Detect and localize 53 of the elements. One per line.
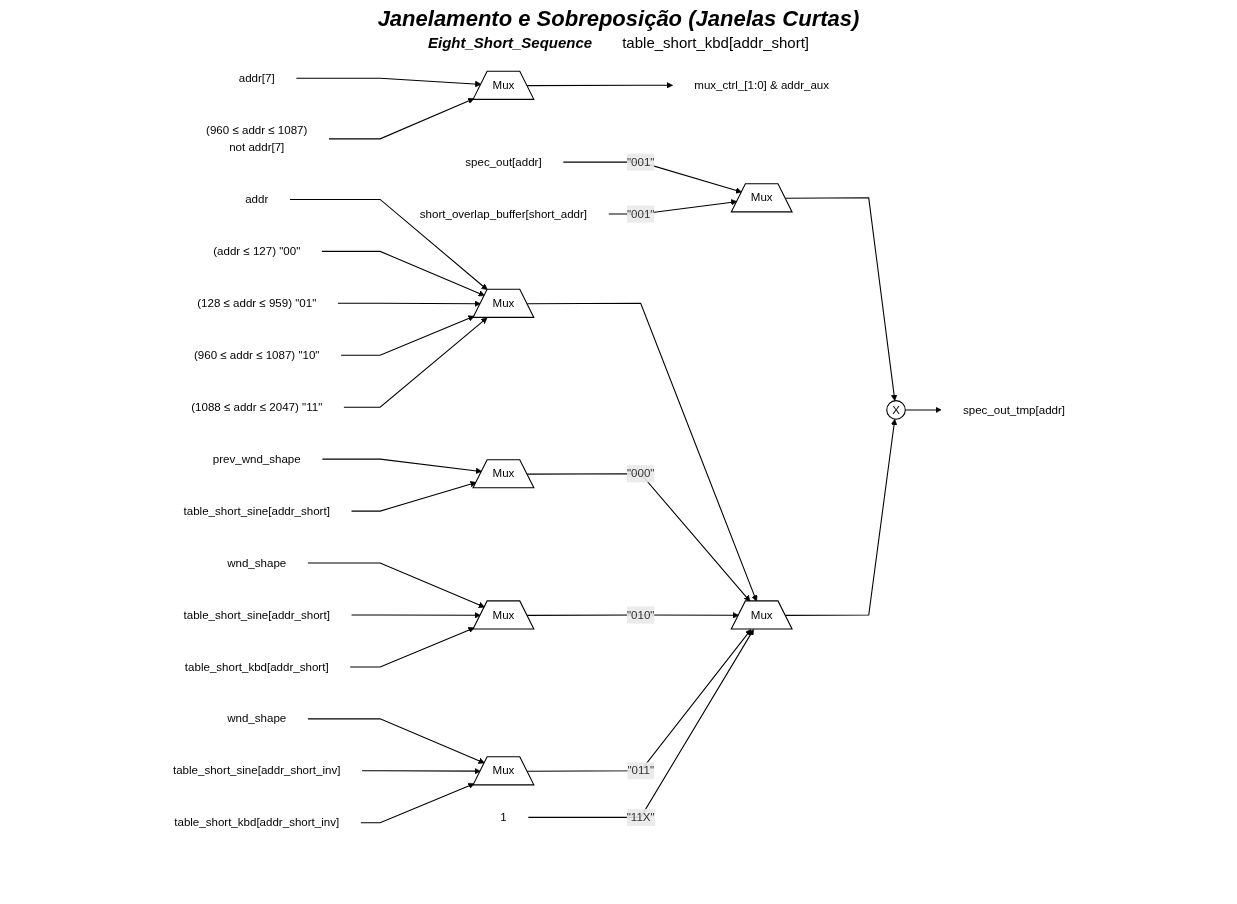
- arrow: [527, 629, 754, 818]
- arrow: [904, 406, 942, 414]
- node-text: (960 ≤ addr ≤ 1087) not addr[7]: [205, 123, 307, 154]
- arrow: [349, 627, 474, 668]
- arrow: [288, 198, 488, 291]
- node-text: table_short_kbd[addr_short_inv]: [173, 816, 339, 829]
- arrow: [306, 562, 485, 608]
- arrow: [321, 458, 482, 474]
- arrow: [359, 782, 474, 824]
- arrow: [526, 629, 751, 772]
- node-circle: X: [885, 400, 906, 420]
- edge-label: "011": [626, 764, 654, 777]
- diagram-title: Janelamento e Sobreposição (Janelas Curtas): [376, 6, 861, 32]
- arrow: [784, 197, 897, 401]
- node-text: (1088 ≤ addr ≤ 2047) "11": [190, 400, 322, 413]
- node-text: table_short_sine[addr_short]: [183, 504, 330, 517]
- node-text: (960 ≤ addr ≤ 1087) "10": [193, 348, 319, 362]
- arrow: [336, 300, 481, 307]
- arrow: [320, 250, 485, 297]
- arrow: [526, 82, 673, 89]
- arrow: [350, 481, 477, 512]
- node-text: prev_wnd_shape: [212, 452, 301, 465]
- arrow: [526, 302, 757, 602]
- arrow: [526, 473, 750, 602]
- node-text: mux_ctrl_[1:0] & addr_aux: [693, 78, 829, 92]
- node-text: addr[7]: [238, 71, 275, 85]
- arrow: [342, 317, 487, 408]
- arrow: [340, 315, 474, 356]
- arrow: [327, 97, 474, 140]
- node-text: table_short_sine[addr_short]: [183, 608, 330, 621]
- edge-label: "010": [626, 608, 654, 621]
- node-text: wnd_shape: [226, 556, 286, 569]
- node-text: short_overlap_buffer[short_addr]: [419, 207, 587, 220]
- arrow: [295, 77, 481, 88]
- node-text: table_short_sine[addr_short_inv]: [172, 764, 340, 777]
- edge-label: "001": [626, 207, 654, 220]
- node-text: spec_out[addr]: [464, 155, 542, 168]
- node-text: table_short_kbd[addr_short]: [184, 660, 329, 673]
- edge-label: "000": [626, 467, 654, 480]
- arrow: [361, 767, 481, 775]
- section-heading: Eight_Short_Sequence: [428, 34, 593, 51]
- edge-label: "001": [626, 155, 654, 168]
- edge-label: "11X": [626, 810, 655, 824]
- signal-name: table_short_kbd[addr_short]: [622, 34, 809, 51]
- node-text: wnd_shape: [226, 712, 286, 725]
- node-text: (addr ≤ 127) "00": [212, 244, 300, 258]
- node-text: (128 ≤ addr ≤ 959) "01": [196, 296, 316, 310]
- arrow: [784, 418, 897, 616]
- node-text: 1: [499, 810, 507, 824]
- arrow: [350, 612, 481, 619]
- arrow: [306, 718, 485, 764]
- node-text: spec_out_tmp[addr]: [962, 403, 1065, 416]
- node-text: addr: [244, 192, 268, 206]
